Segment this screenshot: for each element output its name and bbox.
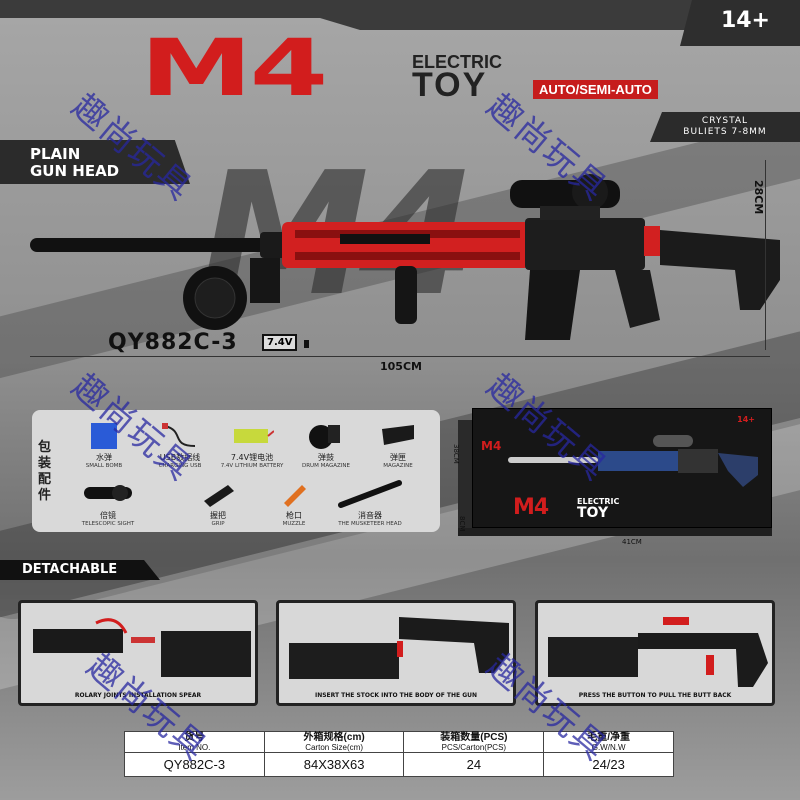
length-dimension-line	[30, 356, 770, 357]
header-en: PCS/Carton(PCS)	[441, 743, 507, 752]
accessory-en: TELESCOPIC SIGHT	[81, 521, 135, 527]
box-bottom	[458, 528, 772, 536]
height-dimension-line	[765, 160, 766, 350]
accessory-en: DRUM MAGAZINE	[302, 463, 350, 469]
accessory-en: THE MUSKETEER HEAD	[338, 521, 402, 527]
step-2-image	[289, 617, 509, 679]
box-depth-label: 8CM	[458, 516, 466, 532]
box-gun-image	[508, 435, 758, 487]
age-rating: 14+	[720, 8, 770, 33]
accessory-water-beads: 水弹 SMALL BOMB	[68, 420, 140, 469]
box-width-label: 41CM	[622, 538, 642, 546]
plain-line1: PLAIN	[30, 145, 81, 163]
accessory-grip: 握把 GRIP	[182, 478, 254, 527]
magazine-icon	[382, 425, 414, 445]
retail-box: 14+ M4 M4 ELECTRIC TOY	[472, 408, 772, 528]
accessory-magazine: 弹匣 MAGAZINE	[362, 420, 434, 469]
spec-value-row: QY882C-3 84X38X63 24 24/23	[124, 752, 674, 777]
box-corner-logo: M4	[481, 439, 502, 453]
accessory-usb-cable: USB数据线 CHARGING USB	[144, 420, 216, 469]
crystal-line2: BULIETS 7-8MM	[683, 127, 767, 137]
box-toy-text: TOY	[577, 505, 609, 521]
spec-header-pcs: 装箱数量(PCS)PCS/Carton(PCS)	[403, 731, 545, 753]
accessory-en: 7.4V LITHIUM BATTERY	[220, 463, 284, 469]
accessory-cn: 弹鼓	[318, 453, 334, 462]
accessory-cn: 7.4V锂电池	[230, 453, 274, 462]
header-en: G.W/N.W	[591, 743, 626, 752]
plain-line2: GUN HEAD	[30, 162, 120, 180]
fire-mode-badge: AUTO/SEMI-AUTO	[533, 80, 658, 99]
scope-icon	[84, 485, 132, 501]
muzzle-icon	[284, 485, 306, 507]
accessories-title: 包装配件	[38, 440, 52, 503]
header-en: Carton Size(cm)	[305, 743, 363, 752]
step-2-caption: INSERT THE STOCK INTO THE BODY OF THE GU…	[314, 692, 478, 699]
accessory-silencer: 消音器 THE MUSKETEER HEAD	[334, 478, 406, 527]
box-side	[458, 420, 474, 528]
accessory-drum-magazine: 弹鼓 DRUM MAGAZINE	[290, 420, 362, 469]
step-1-caption: ROLARY JOINTS INSTALLATION SPEAR	[74, 692, 202, 699]
accessory-cn: 弹匣	[390, 453, 406, 462]
gun-illustration	[30, 174, 780, 340]
step-1-panel: ROLARY JOINTS INSTALLATION SPEAR	[18, 600, 258, 706]
m4-logo: M4	[140, 24, 328, 114]
battery-pack-icon	[234, 429, 274, 443]
water-beads-icon	[91, 423, 117, 449]
spec-item-no: QY882C-3	[124, 752, 265, 777]
grip-icon	[204, 485, 234, 507]
logo-electric: ELECTRIC	[412, 52, 502, 72]
logo-toy: TOY	[412, 66, 488, 104]
accessory-en: MUZZLE	[282, 521, 306, 527]
plain-gun-head-badge: PLAIN GUN HEAD	[0, 140, 190, 184]
accessory-battery: 7.4V锂电池 7.4V LITHIUM BATTERY	[216, 420, 288, 469]
step-3-panel: PRESS THE BUTTON TO PULL THE BUTT BACK	[535, 600, 775, 706]
step-3-image	[548, 617, 768, 687]
age-corner	[680, 0, 800, 46]
header-cn: 毛重/净重	[587, 732, 631, 743]
accessory-cn: 消音器	[358, 511, 382, 520]
header-cn: 外箱规格(cm)	[303, 732, 365, 743]
drum-magazine-icon	[309, 425, 340, 449]
header-cn: 货号	[184, 732, 205, 743]
accessory-muzzle: 枪口 MUZZLE	[258, 478, 330, 527]
model-number: QY882C-3	[108, 330, 238, 355]
silencer-icon	[338, 480, 402, 508]
length-dimension-label: 105CM	[380, 360, 422, 373]
battery-voltage: 7.4V	[262, 334, 298, 351]
accessory-en: SMALL BOMB	[85, 463, 123, 469]
accessory-en: GRIP	[211, 521, 225, 527]
step-2-panel: INSERT THE STOCK INTO THE BODY OF THE GU…	[276, 600, 516, 706]
accessory-scope: 倍镜 TELESCOPIC SIGHT	[72, 478, 144, 527]
crystal-line1: CRYSTAL	[701, 116, 749, 126]
box-m4-logo: M4	[513, 495, 549, 520]
box-height-label: 38CM	[452, 444, 460, 464]
box-electric-text: ELECTRIC	[577, 497, 620, 506]
step-3-caption: PRESS THE BUTTON TO PULL THE BUTT BACK	[578, 692, 732, 699]
battery-icon-tip	[304, 340, 309, 348]
spec-pcs-carton: 24	[403, 752, 545, 777]
box-age-rating: 14+	[737, 415, 755, 424]
accessory-cn: 握把	[210, 511, 226, 520]
accessories-panel: 包装配件 水弹 SMALL BOMB USB数据线 CHARGING USB 7…	[32, 410, 440, 532]
usb-cable-icon	[162, 423, 196, 447]
accessory-en: CHARGING USB	[158, 463, 202, 469]
accessory-cn: USB数据线	[159, 453, 201, 462]
header-en: Item NO.	[178, 743, 211, 752]
detachable-label: DETACHABLE	[0, 560, 160, 580]
crystal-bullets-badge: CRYSTAL BULIETS 7-8MM	[650, 112, 800, 142]
spec-weight: 24/23	[543, 752, 674, 777]
header-band	[0, 0, 800, 30]
header-cn: 装箱数量(PCS)	[440, 732, 508, 743]
step-1-image	[33, 618, 251, 677]
accessory-en: MAGAZINE	[383, 463, 413, 469]
spec-carton-size: 84X38X63	[263, 752, 405, 777]
accessory-cn: 倍镜	[100, 511, 116, 520]
accessory-cn: 水弹	[96, 453, 112, 462]
height-dimension-label: 28CM	[752, 180, 765, 215]
spec-header-carton: 外箱规格(cm)Carton Size(cm)	[263, 731, 405, 753]
accessory-cn: 枪口	[286, 511, 302, 520]
